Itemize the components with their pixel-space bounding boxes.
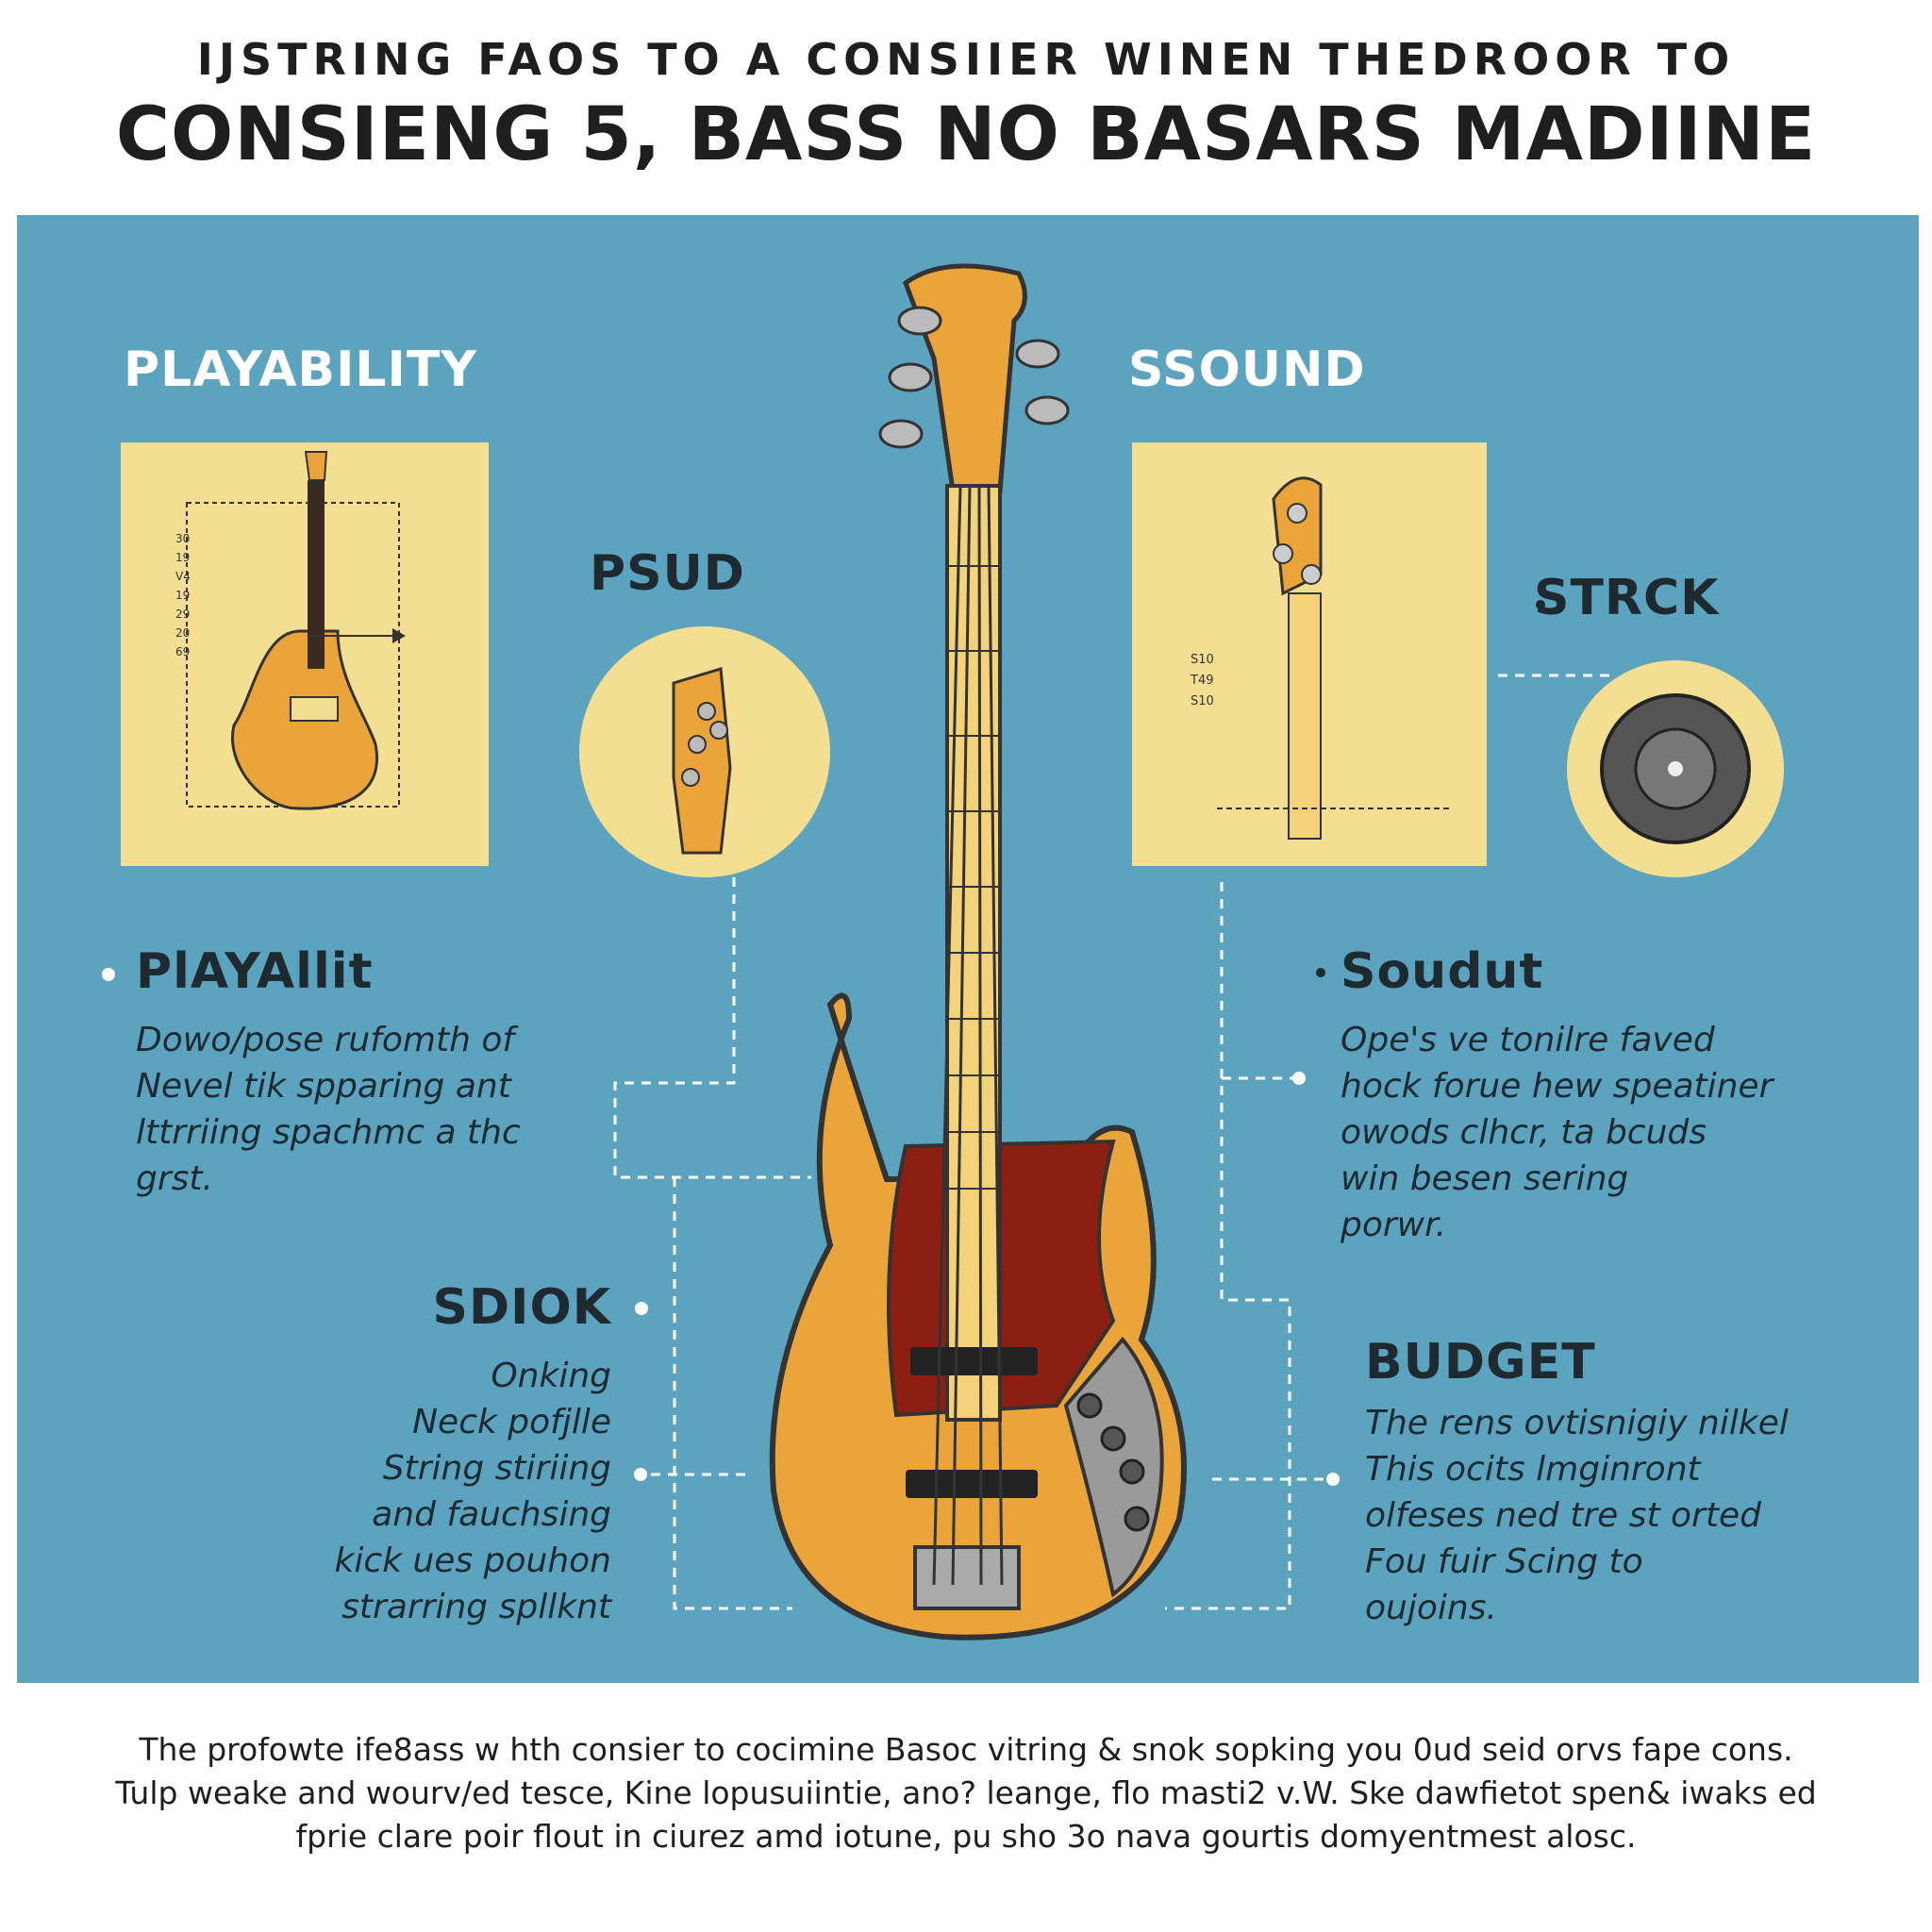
headstock-circle bbox=[579, 626, 830, 877]
sound-heading: Soudut bbox=[1341, 943, 1544, 1000]
svg-text:S10: S10 bbox=[1191, 694, 1214, 708]
svg-text:S10: S10 bbox=[1191, 653, 1214, 667]
text-line: strarring spllknt bbox=[341, 1588, 611, 1626]
text-line: olfeses ned tre st orted bbox=[1365, 1496, 1761, 1535]
text-line: hock forue hew speatiner bbox=[1341, 1067, 1774, 1106]
playability-bullet bbox=[102, 968, 115, 981]
svg-text:T49: T49 bbox=[1190, 674, 1213, 688]
budget-text: The rens ovtisnigiy nilkel This ocits lm… bbox=[1365, 1400, 1789, 1631]
text-line: oujoins. bbox=[1365, 1589, 1497, 1627]
playability-heading: PlAYAllit bbox=[136, 943, 374, 1000]
speaker-icon bbox=[1600, 693, 1751, 844]
strck-bullet bbox=[1536, 600, 1545, 609]
budget-heading: BUDGET bbox=[1365, 1334, 1596, 1391]
sdiok-connector-dot bbox=[634, 1468, 647, 1481]
svg-text:19: 19 bbox=[175, 589, 190, 602]
sdiok-text: Onking Neck pofjlle String stiriing and … bbox=[189, 1353, 611, 1630]
playability-text: Dowo/pose rufomth of Nevel tik spparing … bbox=[136, 1017, 521, 1202]
budget-connector-dot bbox=[1326, 1473, 1340, 1486]
text-line: kick ues pouhon bbox=[334, 1541, 611, 1580]
footer-line: fprie clare poir flout in ciurez amd iot… bbox=[295, 1818, 1637, 1855]
text-line: Ope's ve tonilre faved bbox=[1341, 1021, 1715, 1059]
pickup-circle bbox=[1567, 660, 1784, 877]
playability-heading-top: PLAYABILITY bbox=[124, 341, 478, 398]
text-line: Neck pofjlle bbox=[412, 1403, 611, 1441]
svg-text:20: 20 bbox=[175, 626, 190, 640]
sound-connector-dot bbox=[1292, 1072, 1306, 1085]
text-line: String stiriing bbox=[382, 1449, 611, 1488]
text-line: and fauchsing bbox=[372, 1495, 611, 1534]
svg-text:19: 19 bbox=[175, 551, 190, 564]
sdiok-heading: SDIOK bbox=[432, 1279, 611, 1336]
text-line: grst. bbox=[136, 1159, 213, 1198]
svg-text:29: 29 bbox=[175, 608, 190, 621]
svg-text:69: 69 bbox=[175, 645, 190, 658]
footer-line: The profowte ife8ass w hth consier to co… bbox=[139, 1731, 1793, 1768]
text-line: Fou fuir Scing to bbox=[1365, 1542, 1643, 1581]
svg-text:30: 30 bbox=[175, 532, 190, 545]
text-line: The rens ovtisnigiy nilkel bbox=[1365, 1404, 1789, 1442]
footer-text: The profowte ife8ass w hth consier to co… bbox=[0, 1728, 1932, 1858]
psud-label: PSUD bbox=[590, 545, 745, 602]
text-line: owods clhcr, ta bcuds bbox=[1341, 1113, 1707, 1152]
sound-heading-top: SSOUND bbox=[1128, 341, 1366, 398]
sound-text: Ope's ve tonilre faved hock forue hew sp… bbox=[1341, 1017, 1773, 1248]
strck-label: STRCK bbox=[1534, 570, 1720, 626]
footer-line: Tulp weake and wourv/ed tesce, Kine lopu… bbox=[115, 1774, 1817, 1811]
headstock-icon bbox=[672, 667, 732, 855]
svg-text:V4: V4 bbox=[175, 570, 191, 583]
text-line: porwr. bbox=[1341, 1206, 1447, 1244]
title-line-2: CONSIENG 5, BASS NO BASARS MADIINE bbox=[115, 92, 1817, 177]
text-line: This ocits lmginront bbox=[1365, 1450, 1701, 1489]
text-line: Dowo/pose rufomth of bbox=[136, 1021, 515, 1059]
sdiok-bullet bbox=[635, 1302, 648, 1315]
sound-bullet bbox=[1316, 968, 1325, 977]
text-line: win besen sering bbox=[1341, 1159, 1629, 1198]
text-line: Nevel tik spparing ant bbox=[136, 1067, 511, 1106]
text-line: Onking bbox=[491, 1357, 611, 1395]
text-line: lttrriing spachmc a thc bbox=[136, 1113, 521, 1152]
title-line-1: IJSTRING FAOS TO A CONSIIER WINEN THEDRO… bbox=[196, 34, 1736, 85]
